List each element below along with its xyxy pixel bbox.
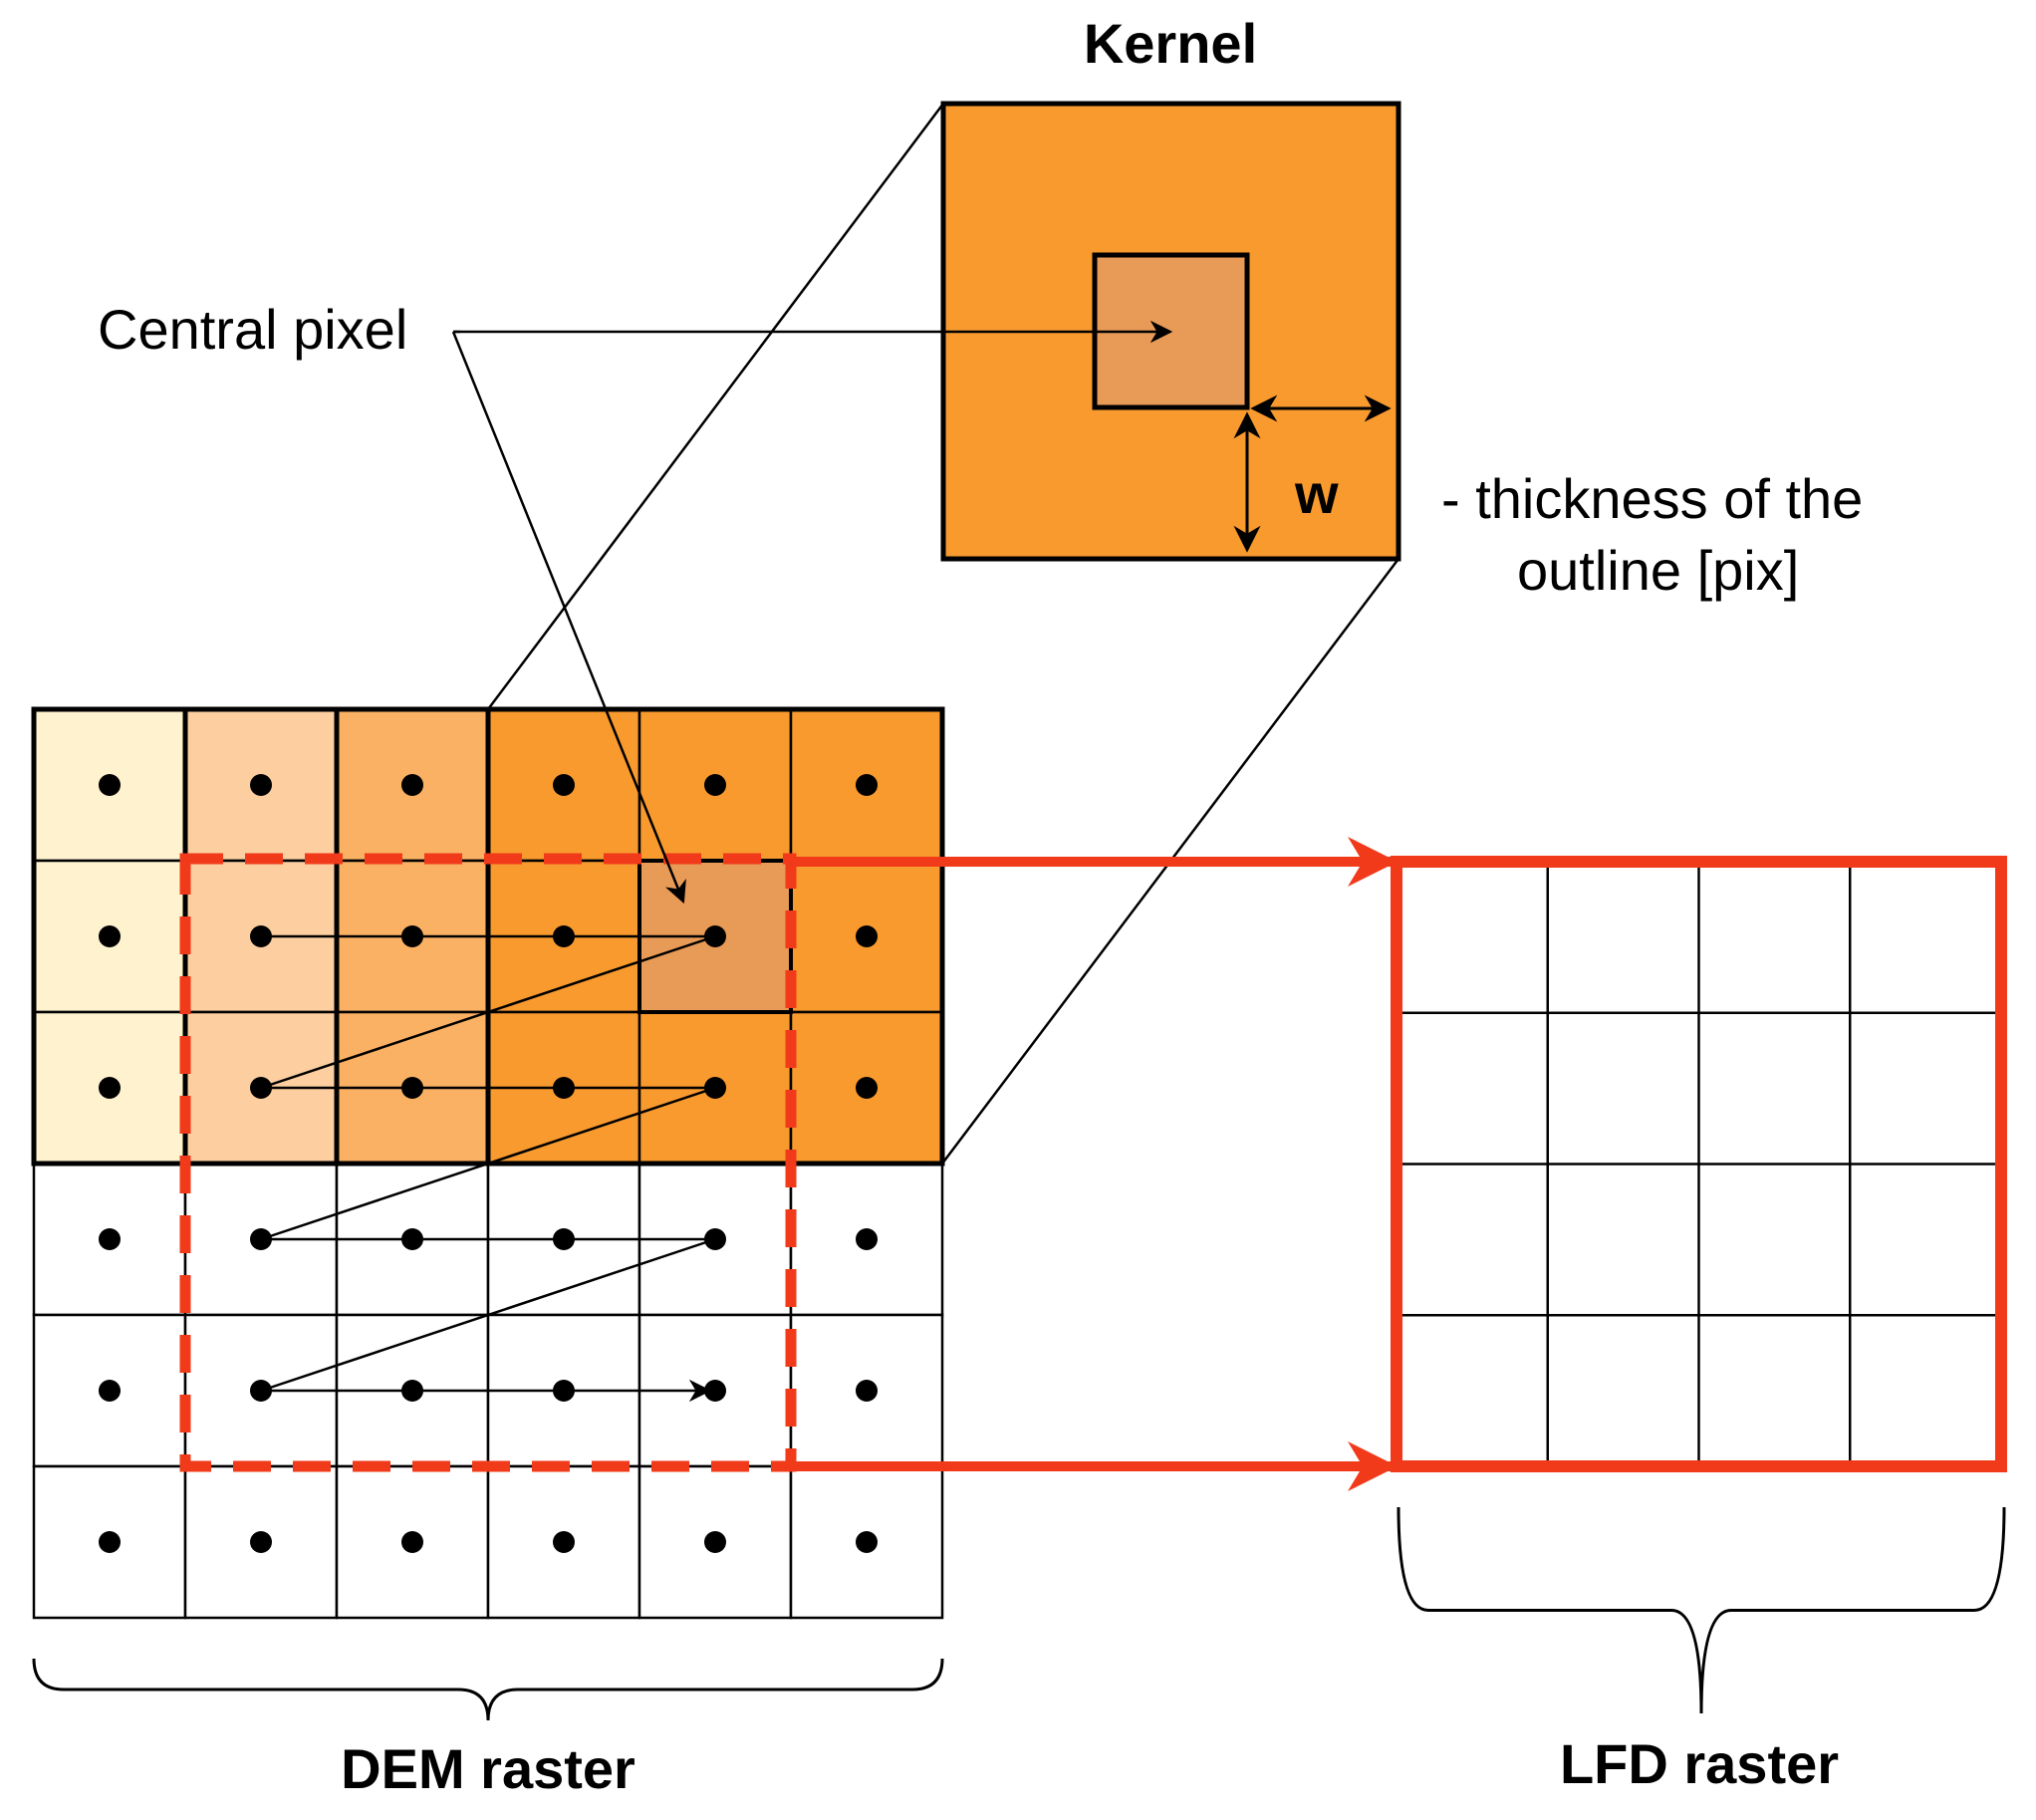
pixel-center-dot [553,1077,575,1099]
dem-pixel-centers [99,774,878,1553]
pixel-center-dot [856,1531,878,1553]
pixel-center-dot [704,1077,726,1099]
pixel-center-dot [250,1228,272,1250]
pixel-center-dot [99,1380,121,1402]
pixel-center-dot [99,1228,121,1250]
pixel-center-dot [250,1077,272,1099]
pixel-center-dot [856,1228,878,1250]
pixel-center-dot [553,774,575,796]
kernel-traversal-path [260,934,716,1403]
dem-raster-label: DEM raster [341,1737,636,1800]
pixel-center-dot [401,925,423,947]
pixel-center-dot [856,1077,878,1099]
pixel-center-dot [553,1228,575,1250]
lfd-footprint-dashed [179,853,797,1472]
pixel-center-dot [704,1228,726,1250]
lfd-raster-label: LFD raster [1560,1732,1839,1795]
pixel-center-dot [99,925,121,947]
w-description-line2: outline [pix] [1517,539,1799,602]
pixel-center-dot [553,1380,575,1402]
w-description-line1: - thickness of the [1441,467,1863,530]
traversal-return-line [260,934,716,1090]
pixel-center-dot [250,1380,272,1402]
pixel-center-dot [99,1077,121,1099]
lfd-raster-grid [1397,862,2001,1466]
pixel-center-dot [250,1531,272,1553]
lfd-raster-outline [1391,856,2007,1472]
pixel-center-dot [856,1380,878,1402]
pixel-center-dot [401,1228,423,1250]
pixel-center-dot [553,1531,575,1553]
lfd-raster-brace [1397,1506,2006,1714]
pixel-center-dot [704,1380,726,1402]
kernel-title: Kernel [1084,12,1257,75]
pixel-center-dot [704,925,726,947]
pixel-center-dot [401,1077,423,1099]
pixel-center-dot [250,774,272,796]
pixel-center-dot [856,774,878,796]
traversal-return-line [260,1237,716,1393]
pixel-center-dot [856,925,878,947]
central-pixel-label: Central pixel [98,298,407,361]
pixel-center-dot [250,925,272,947]
w-label: w [1294,462,1339,525]
pixel-center-dot [553,925,575,947]
dem-raster-brace [32,1658,944,1721]
pixel-center-dot [99,774,121,796]
pixel-center-dot [704,1531,726,1553]
central-pixel-pointer-dem [451,331,686,905]
pixel-center-dot [401,1531,423,1553]
pixel-center-dot [99,1531,121,1553]
pixel-center-dot [401,1380,423,1402]
kernel-projection-line-left [487,103,944,710]
pixel-center-dot [401,774,423,796]
pixel-center-dot [704,774,726,796]
